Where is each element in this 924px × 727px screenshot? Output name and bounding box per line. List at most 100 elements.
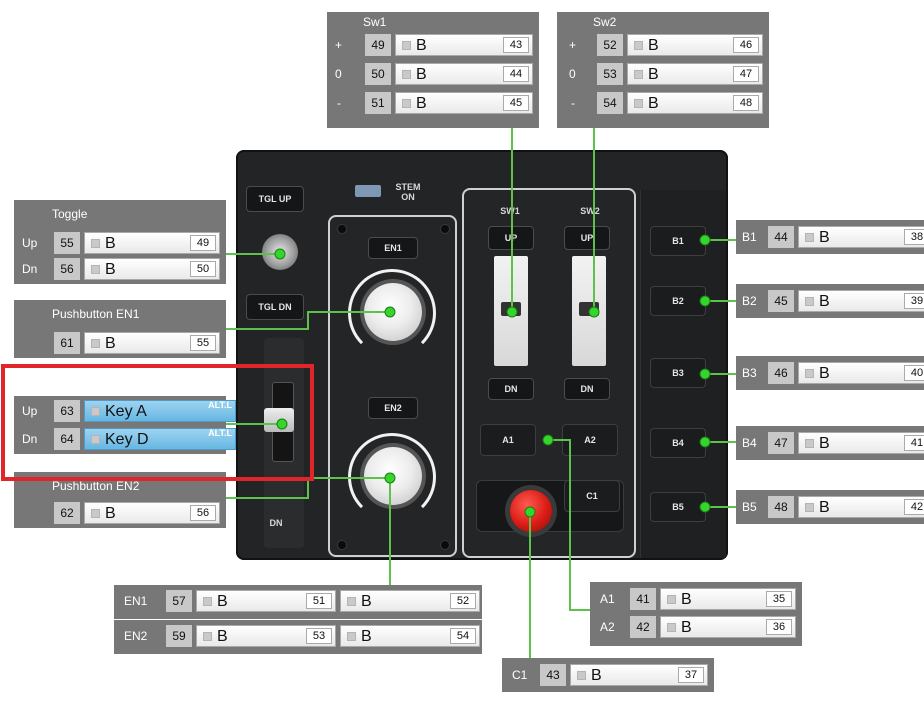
hw-tgl-dn-label: TGL DN <box>246 294 304 320</box>
action-text: B <box>105 261 116 278</box>
checkbox-icon[interactable] <box>91 435 100 444</box>
checkbox-icon[interactable] <box>805 503 814 512</box>
checkbox-icon[interactable] <box>805 297 814 306</box>
checkbox-icon[interactable] <box>91 509 100 518</box>
action-text: B <box>819 229 830 246</box>
checkbox-icon[interactable] <box>402 99 411 108</box>
checkbox-icon[interactable] <box>577 671 586 680</box>
checkbox-icon[interactable] <box>91 407 100 416</box>
action-number: 43 <box>503 37 529 53</box>
row-label: - <box>571 96 575 110</box>
mapping-id: 56 <box>54 258 80 280</box>
action-number: 41 <box>904 435 924 451</box>
mapping-id: 41 <box>630 588 656 610</box>
checkbox-icon[interactable] <box>203 632 212 641</box>
checkbox-icon[interactable] <box>667 623 676 632</box>
mapping-id: 44 <box>768 226 794 248</box>
action-number: 48 <box>733 95 759 111</box>
mapping-id: 64 <box>54 428 80 450</box>
row-label: 0 <box>335 67 342 81</box>
checkbox-icon[interactable] <box>402 41 411 50</box>
action-field[interactable]: B 54 <box>340 625 480 647</box>
action-number: 39 <box>904 293 924 309</box>
screw-icon <box>441 541 449 549</box>
encoder-subpanel: EN1 EN2 <box>328 215 457 557</box>
action-field[interactable]: B 41 <box>798 432 924 454</box>
action-text: B <box>105 505 116 522</box>
checkbox-icon[interactable] <box>203 597 212 606</box>
row-label: B4 <box>742 436 757 450</box>
row-label: C1 <box>512 668 528 682</box>
checkbox-icon[interactable] <box>805 369 814 378</box>
hw-a1-button: A1 <box>480 424 536 456</box>
checkbox-icon[interactable] <box>91 339 100 348</box>
action-text: B <box>217 628 228 645</box>
row-label: Dn <box>22 262 38 276</box>
hw-dn-label: DN <box>488 378 534 400</box>
action-number: 54 <box>450 628 476 644</box>
checkbox-icon[interactable] <box>402 70 411 79</box>
action-text: B <box>648 37 659 54</box>
checkbox-icon[interactable] <box>634 99 643 108</box>
action-text: B <box>361 628 372 645</box>
checkbox-icon[interactable] <box>91 239 100 248</box>
hw-sw1-label: SW1 <box>500 206 520 216</box>
row-label: + <box>335 38 343 52</box>
checkbox-icon[interactable] <box>634 70 643 79</box>
mapping-id: 54 <box>597 92 623 114</box>
action-number: 53 <box>306 628 332 644</box>
action-text: B <box>819 435 830 452</box>
hw-c1-label: C1 <box>564 480 620 512</box>
action-text: Key D <box>105 431 149 448</box>
checkbox-icon[interactable] <box>347 597 356 606</box>
checkbox-icon[interactable] <box>347 632 356 641</box>
hw-b5-button: B5 <box>650 492 706 522</box>
action-number: 47 <box>733 66 759 82</box>
screw-icon <box>338 541 346 549</box>
checkbox-icon[interactable] <box>667 595 676 604</box>
action-text: B <box>416 66 427 83</box>
mapping-id: 46 <box>768 362 794 384</box>
hw-a2-button: A2 <box>562 424 618 456</box>
action-field[interactable]: B 53 <box>196 625 336 647</box>
encoder-knob-en2 <box>364 447 422 505</box>
hw-c1-red-button <box>510 490 552 532</box>
checkbox-icon[interactable] <box>91 265 100 274</box>
mapping-id: 49 <box>365 34 391 56</box>
checkbox-icon[interactable] <box>805 233 814 242</box>
mapping-id: 47 <box>768 432 794 454</box>
action-number: 37 <box>678 667 704 683</box>
mapping-id: 51 <box>365 92 391 114</box>
checkbox-icon[interactable] <box>805 439 814 448</box>
hw-toggle-switch <box>262 234 298 270</box>
checkbox-icon[interactable] <box>634 41 643 50</box>
modifier-text: ALT.L <box>208 400 232 410</box>
hw-dn-label: DN <box>564 378 610 400</box>
